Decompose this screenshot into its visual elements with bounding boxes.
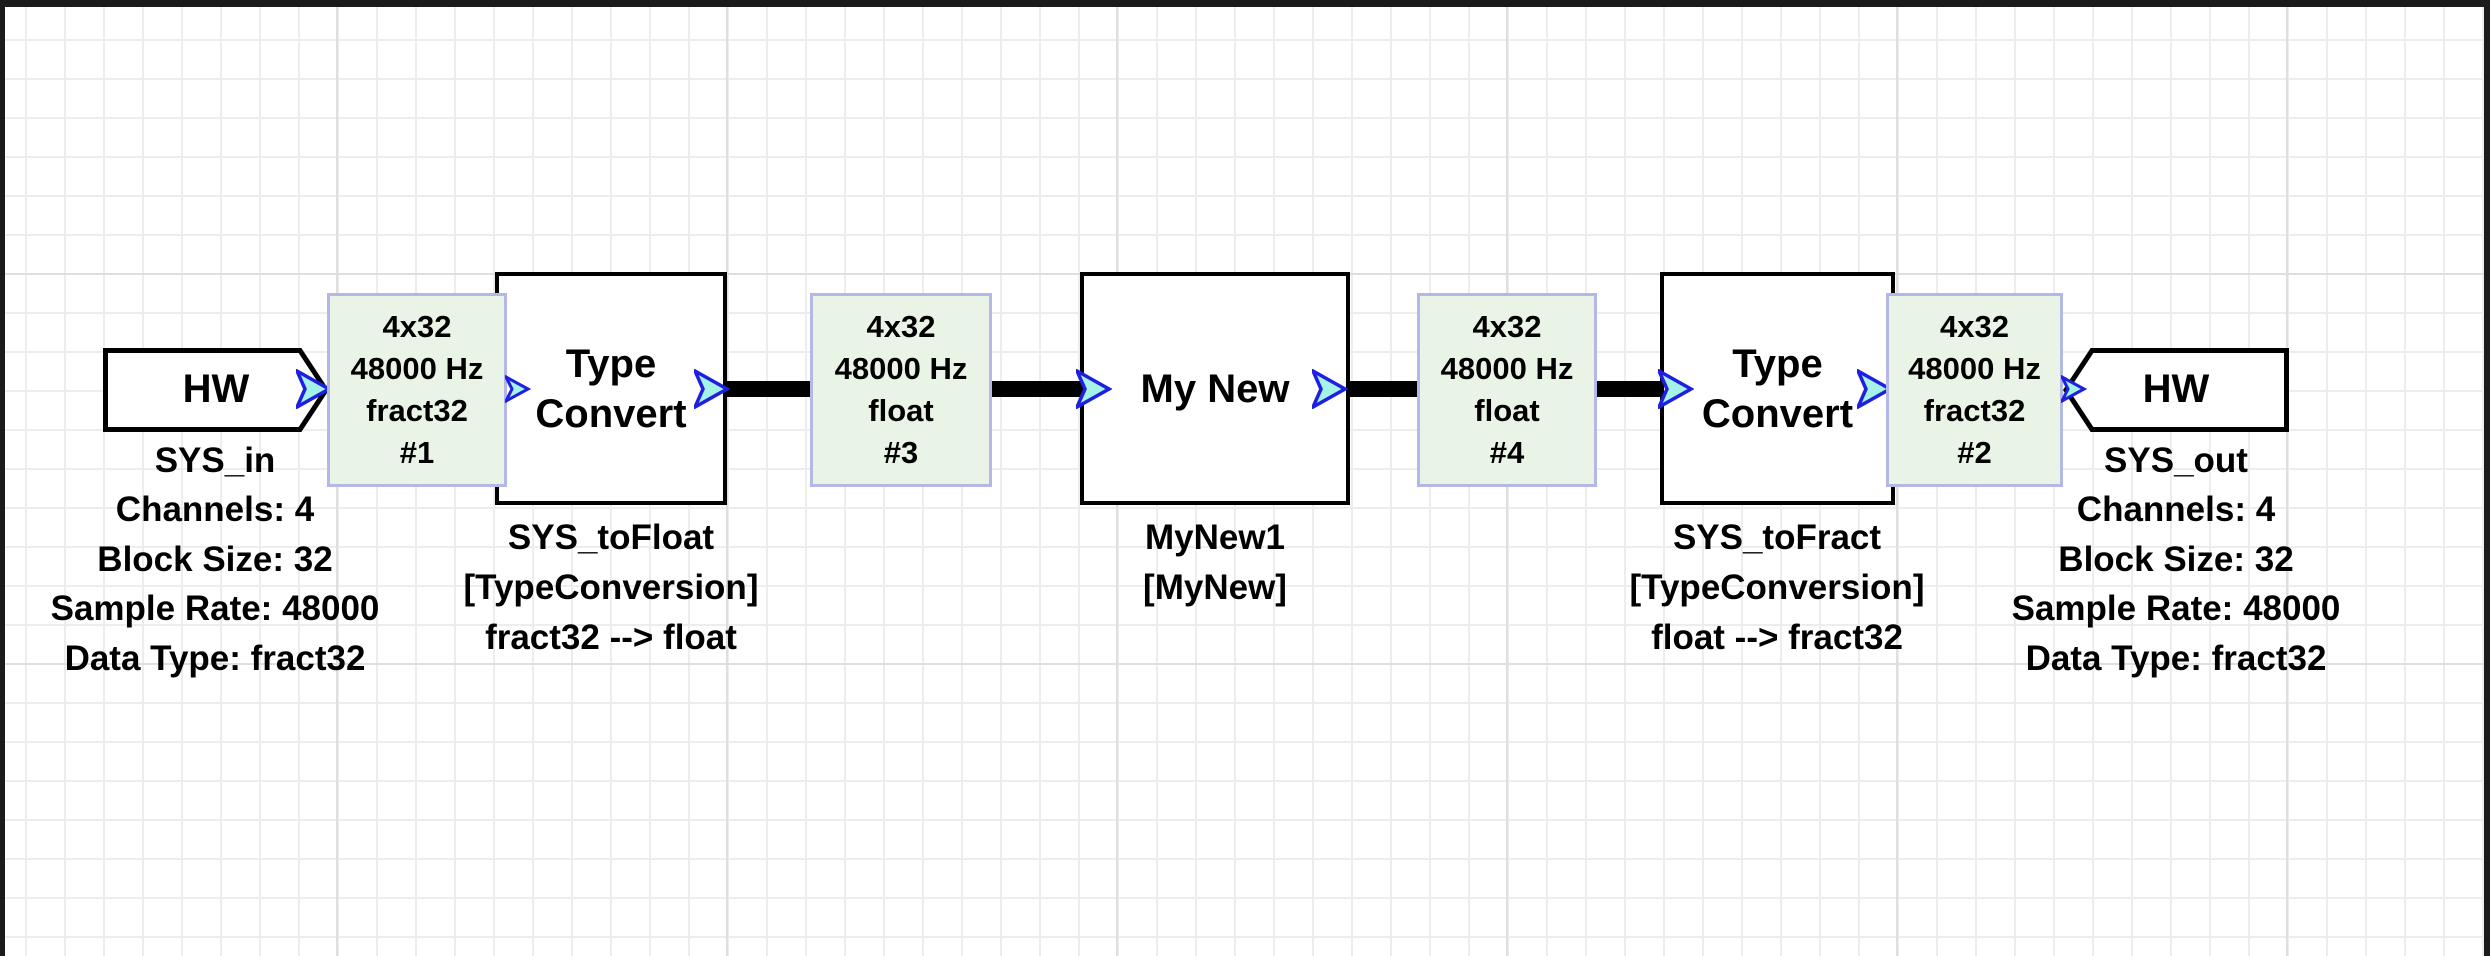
sysin-name-label: SYS_in bbox=[155, 441, 276, 481]
sysout-blocksize-label: Block Size: 32 bbox=[2058, 540, 2293, 580]
tofract-conversion-label: float --> fract32 bbox=[1651, 618, 1903, 658]
window-border-top bbox=[0, 0, 2490, 7]
typeconvert-tofloat-title-line2: Convert bbox=[535, 389, 686, 439]
tofloat-class-label: [TypeConversion] bbox=[464, 568, 759, 608]
window-border-left bbox=[0, 0, 5, 956]
annotation-dims: 4x32 bbox=[1889, 306, 2060, 348]
tofract-input-pin-icon[interactable] bbox=[1658, 369, 1694, 409]
hw-output-title: HW bbox=[2063, 367, 2289, 412]
annotation-type: fract32 bbox=[1889, 390, 2060, 432]
wire-note3-to-mynew[interactable] bbox=[988, 381, 1082, 397]
wire-tofloat-to-note3[interactable] bbox=[725, 381, 813, 397]
wire-annotation-3[interactable]: 4x32 48000 Hz float #3 bbox=[810, 293, 992, 487]
sysout-channels-label: Channels: 4 bbox=[2077, 490, 2275, 530]
tofract-name-label: SYS_toFract bbox=[1673, 518, 1881, 558]
sysin-samplerate-label: Sample Rate: 48000 bbox=[51, 589, 380, 629]
annotation-id: #3 bbox=[813, 432, 989, 474]
mynew-block[interactable]: My New bbox=[1080, 272, 1350, 505]
sysin-blocksize-label: Block Size: 32 bbox=[97, 540, 332, 580]
mynew-output-pin-icon[interactable] bbox=[1312, 369, 1348, 409]
tofloat-name-label: SYS_toFloat bbox=[508, 518, 714, 558]
window-border-right bbox=[2484, 0, 2490, 956]
tofloat-input-pin-icon[interactable] bbox=[505, 375, 531, 403]
annotation-rate: 48000 Hz bbox=[1889, 348, 2060, 390]
tofloat-conversion-label: fract32 --> float bbox=[485, 618, 737, 658]
annotation-dims: 4x32 bbox=[330, 306, 504, 348]
wire-annotation-2[interactable]: 4x32 48000 Hz fract32 #2 bbox=[1886, 293, 2063, 487]
annotation-id: #4 bbox=[1420, 432, 1594, 474]
annotation-type: fract32 bbox=[330, 390, 504, 432]
annotation-type: float bbox=[1420, 390, 1594, 432]
annotation-id: #2 bbox=[1889, 432, 2060, 474]
sysout-samplerate-label: Sample Rate: 48000 bbox=[2012, 589, 2341, 629]
sysout-name-label: SYS_out bbox=[2104, 441, 2248, 481]
wire-note4-to-tofract[interactable] bbox=[1593, 381, 1662, 397]
hw-output-input-pin-icon[interactable] bbox=[2061, 375, 2087, 403]
mynew-class-label: [MyNew] bbox=[1143, 568, 1287, 608]
mynew-title: My New bbox=[1141, 364, 1290, 414]
annotation-rate: 48000 Hz bbox=[813, 348, 989, 390]
typeconvert-tofract-title-line2: Convert bbox=[1702, 389, 1853, 439]
mynew-input-pin-icon[interactable] bbox=[1076, 369, 1112, 409]
sysout-datatype-label: Data Type: fract32 bbox=[2026, 639, 2327, 679]
annotation-dims: 4x32 bbox=[813, 306, 989, 348]
mynew-name-label: MyNew1 bbox=[1145, 518, 1285, 558]
annotation-type: float bbox=[813, 390, 989, 432]
annotation-dims: 4x32 bbox=[1420, 306, 1594, 348]
tofloat-output-pin-icon[interactable] bbox=[694, 369, 730, 409]
typeconvert-tofloat-title-line1: Type bbox=[566, 339, 656, 389]
wire-mynew-to-note4[interactable] bbox=[1348, 381, 1420, 397]
typeconvert-tofract-title-line1: Type bbox=[1732, 339, 1822, 389]
annotation-id: #1 bbox=[330, 432, 504, 474]
wire-annotation-4[interactable]: 4x32 48000 Hz float #4 bbox=[1417, 293, 1597, 487]
tofract-class-label: [TypeConversion] bbox=[1630, 568, 1925, 608]
annotation-rate: 48000 Hz bbox=[1420, 348, 1594, 390]
annotation-rate: 48000 Hz bbox=[330, 348, 504, 390]
sysin-channels-label: Channels: 4 bbox=[116, 490, 314, 530]
sysin-datatype-label: Data Type: fract32 bbox=[65, 639, 366, 679]
wire-annotation-1[interactable]: 4x32 48000 Hz fract32 #1 bbox=[327, 293, 507, 487]
